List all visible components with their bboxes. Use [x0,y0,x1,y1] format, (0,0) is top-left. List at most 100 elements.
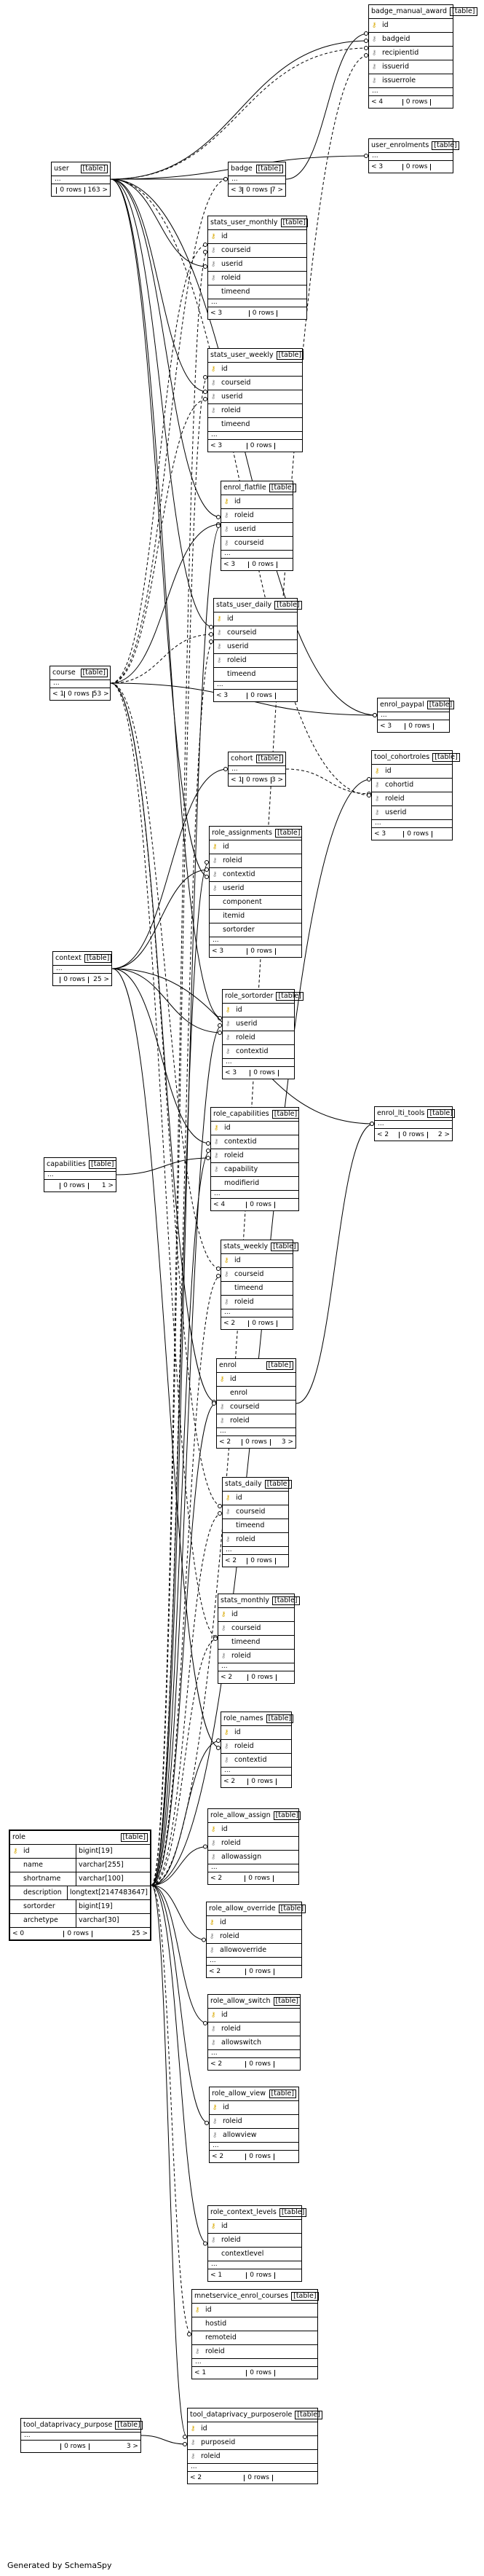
column-row[interactable]: ⚷roleid [208,404,302,418]
column-row[interactable]: ⚷id [208,1823,298,1837]
children-count[interactable]: 3 > [271,776,283,784]
column-row[interactable]: ⚷id [221,1254,293,1268]
row-count[interactable]: 0 rows [247,1674,277,1681]
row-count[interactable]: 0 rows [60,976,89,983]
row-count[interactable]: 0 rows [248,1320,277,1327]
row-count[interactable]: 0 rows [247,948,276,955]
row-count[interactable]: 0 rows [250,1069,279,1076]
column-row[interactable]: ⚷id [207,1916,301,1930]
column-row[interactable]: ⚷allowoverride [207,1944,301,1958]
column-row[interactable]: ⚷id [221,1726,291,1740]
column-row[interactable]: ⚷id [214,613,297,626]
column-row[interactable]: ⚷id [223,1492,288,1505]
column-row[interactable]: ⚷badgeid [369,33,453,47]
parents-count[interactable]: < 2 [190,2473,202,2481]
column-row[interactable]: ⚷id [210,840,301,854]
column-row[interactable]: ⚷allowview [210,2129,298,2143]
parents-count[interactable]: < 2 [209,1967,221,1975]
column-row[interactable]: ⚷id [210,2101,298,2115]
parents-count[interactable]: < 3 [225,1068,237,1076]
parents-count[interactable]: < 1 [231,776,243,784]
column-row[interactable]: ⚷roleid [210,2115,298,2129]
column-row[interactable]: ⚷purposeid [188,2436,317,2450]
column-row[interactable]: modifierid [211,1177,298,1191]
parents-count[interactable]: < 3 [374,830,386,838]
column-row[interactable]: ⚷roleid [214,654,297,668]
column-row[interactable]: ⚷roleid [208,2022,300,2036]
column-row[interactable]: component [210,896,301,910]
column-row[interactable]: ⚷courseid [221,537,293,551]
children-count[interactable]: 163 > [87,186,108,194]
row-count[interactable]: 0 rows [242,186,271,194]
parents-count[interactable]: < 2 [223,1319,236,1327]
column-row[interactable]: ⚷courseid [223,1505,288,1519]
parents-count[interactable]: < 3 [231,186,243,194]
children-count[interactable]: 3 > [281,1438,293,1446]
column-row[interactable]: ⚷id [218,1608,294,1622]
column-row[interactable]: ⚷userid [372,806,452,820]
row-count[interactable]: 0 rows [244,2474,273,2481]
column-row[interactable]: ⚷contextid [210,868,301,882]
parents-count[interactable]: < 4 [213,1200,226,1208]
row-count[interactable]: 0 rows [248,561,277,568]
column-row[interactable]: ⚷id [208,2009,300,2022]
table-role-allow-view[interactable]: role_allow_view[table]⚷id⚷roleid⚷allowvi… [209,2087,299,2163]
parents-count[interactable]: < 0 [12,1929,25,1937]
row-count[interactable]: 0 rows [245,2153,274,2160]
column-row[interactable]: ⚷id [192,2304,317,2317]
parents-count[interactable]: < 3 [223,560,236,568]
column-row[interactable]: ⚷issuerrole [369,74,453,88]
row-count[interactable]: 0 rows [56,186,86,194]
column-row[interactable]: ⚷allowswitch [208,2036,300,2050]
table-enrol-flatfile[interactable]: enrol_flatfile[table]⚷id⚷roleid⚷userid⚷c… [221,481,297,571]
column-row[interactable]: ⚷cohortid [372,779,452,792]
column-row[interactable]: ⚷userid [208,390,302,404]
column-row[interactable]: ⚷id [208,2220,301,2234]
column-row[interactable]: ⚷courseid [221,1268,293,1282]
children-count[interactable]: 1 > [101,1181,114,1189]
column-row[interactable]: timeend [214,668,297,682]
column-row[interactable]: ⚷roleid [207,1930,301,1944]
column-row[interactable]: ⚷id [221,495,293,509]
column-row[interactable]: contextlevel [208,2248,301,2261]
column-row[interactable]: ⚷roleid [217,1414,295,1428]
table-role-allow-assign[interactable]: role_allow_assign[table]⚷id⚷roleid⚷allow… [207,1808,301,1885]
parents-count[interactable]: < 2 [212,2152,224,2160]
row-count[interactable]: 0 rows [246,442,276,449]
children-count[interactable]: 2 > [437,1130,450,1138]
row-count[interactable]: 0 rows [405,722,434,730]
row-count[interactable]: 0 rows [403,830,432,838]
parents-count[interactable]: < 3 [210,441,223,449]
row-count[interactable]: 0 rows [64,690,93,698]
column-row[interactable]: itemid [210,910,301,923]
parents-count[interactable]: < 3 [380,722,392,730]
row-count[interactable]: 0 rows [60,1182,89,1189]
row-count[interactable]: 0 rows [245,1968,274,1975]
row-count[interactable]: 0 rows [399,1131,428,1138]
column-row[interactable]: ⚷roleid [223,1031,294,1045]
column-row[interactable]: ⚷roleid [221,1296,293,1309]
children-count[interactable]: 3 > [126,2442,138,2450]
row-count[interactable]: 0 rows [242,776,271,784]
parents-count[interactable]: < 4 [371,98,384,106]
column-row[interactable]: ⚷courseid [218,1622,294,1636]
table-role-assignments[interactable]: role_assignments[table]⚷id⚷roleid⚷contex… [209,826,303,958]
row-count[interactable]: 0 rows [248,310,278,317]
column-row[interactable]: ⚷roleid [210,854,301,868]
row-count[interactable]: 0 rows [247,1778,277,1785]
table-role-names[interactable]: role_names[table]⚷id⚷roleid⚷contextid...… [221,1712,294,1788]
column-row[interactable]: ⚷capability [211,1163,298,1177]
parents-count[interactable]: < 3 [212,947,224,955]
